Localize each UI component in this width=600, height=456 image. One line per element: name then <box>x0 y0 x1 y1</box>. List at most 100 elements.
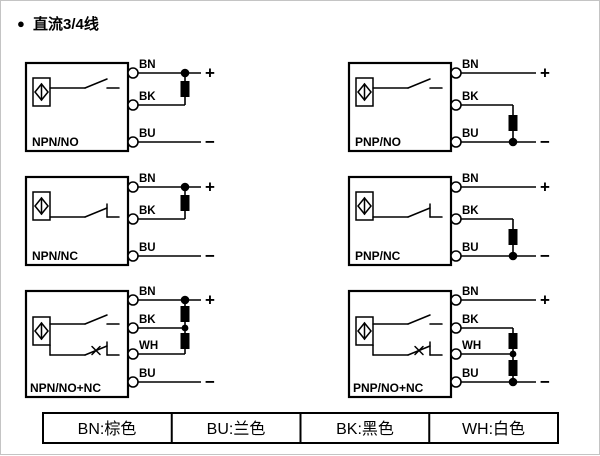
wire-label-bk: BK <box>462 91 479 103</box>
panel-pnp-no-nc: PNP/NO+NC BN BK WH BU + − <box>347 286 550 399</box>
legend-item-bn: BN:棕色 <box>78 420 137 438</box>
wire-label-bn: BN <box>462 59 479 71</box>
load-resistor <box>508 360 518 376</box>
wire-bn: BN <box>450 173 536 193</box>
minus-sign: − <box>540 247 550 266</box>
minus-sign: − <box>205 247 215 266</box>
bullet-icon: ● <box>17 16 25 31</box>
load-branch <box>180 182 190 219</box>
terminal-circle <box>450 250 462 262</box>
minus-sign: − <box>205 133 215 152</box>
panel-npn-nc: NPN/NC BN BK BU + − <box>24 173 215 267</box>
panel-label: NPN/NO <box>32 135 79 149</box>
load-branch <box>508 105 518 147</box>
proximity-sensor-icon <box>32 77 51 107</box>
terminal-circle <box>127 136 139 148</box>
load-resistor <box>508 333 518 349</box>
panel-label: PNP/NC <box>355 249 401 263</box>
wire-label-bu: BU <box>139 368 156 380</box>
terminal-circle <box>450 99 462 111</box>
wire-label-bn: BN <box>139 286 156 298</box>
proximity-sensor-icon <box>32 191 51 221</box>
junction-dot <box>180 295 190 305</box>
plus-sign: + <box>205 64 215 83</box>
load-branch <box>508 219 518 261</box>
terminal-circle <box>127 294 139 306</box>
wire-bu: BU <box>450 242 536 262</box>
switch-nc-icon <box>49 203 120 218</box>
switch-no-icon <box>49 314 120 325</box>
wire-label-bu: BU <box>139 128 156 140</box>
minus-sign: − <box>540 373 550 392</box>
wire-wh: WH <box>127 340 185 360</box>
panel-label: NPN/NC <box>32 249 78 263</box>
wire-bu: BU <box>450 128 536 148</box>
wire-bk: BK <box>450 314 513 334</box>
switch-nc-cross-icon <box>49 341 120 356</box>
terminal-circle <box>127 376 139 388</box>
panel-label: NPN/NO+NC <box>30 381 101 395</box>
wire-label-wh: WH <box>139 340 158 352</box>
wire-bu: BU <box>127 128 201 148</box>
wire-label-bu: BU <box>462 128 479 140</box>
terminal-circle <box>127 322 139 334</box>
legend-table: BN:棕色 BU:兰色 BK:黑色 WH:白色 <box>42 412 559 444</box>
wire-bu: BU <box>127 368 201 388</box>
plus-sign: + <box>540 64 550 83</box>
terminal-circle <box>450 136 462 148</box>
switch-nc-cross-icon <box>372 341 443 356</box>
wire-bk: BK <box>127 91 185 111</box>
junction-dot <box>180 182 190 192</box>
wire-bn: BN <box>127 173 201 193</box>
terminal-circle <box>127 181 139 193</box>
wire-label-bk: BK <box>462 314 479 326</box>
switch-no-icon <box>372 78 443 89</box>
switch-no-icon <box>372 314 443 325</box>
plus-sign: + <box>205 178 215 197</box>
terminal-circle <box>127 348 139 360</box>
junction-dot <box>508 137 518 147</box>
junction-dot <box>509 350 517 358</box>
legend-item-wh: WH:白色 <box>462 420 525 438</box>
terminal-circle <box>450 294 462 306</box>
junction-dot <box>180 68 190 78</box>
terminal-circle <box>450 181 462 193</box>
wire-label-bn: BN <box>139 59 156 71</box>
junction-dot <box>508 251 518 261</box>
load-resistor <box>508 229 518 245</box>
load-resistor <box>180 195 190 211</box>
panel-pnp-no: PNP/NO BN BK BU + − <box>347 59 550 153</box>
legend-item-bk: BK:黑色 <box>336 420 394 438</box>
junction-dot <box>181 324 189 332</box>
wire-label-wh: WH <box>462 340 481 352</box>
wire-bu: BU <box>127 242 201 262</box>
junction-dot <box>508 377 518 387</box>
load-resistor <box>180 81 190 97</box>
minus-sign: − <box>540 133 550 152</box>
proximity-sensor-icon <box>355 191 374 221</box>
wire-bk: BK <box>450 91 513 111</box>
terminal-circle <box>450 213 462 225</box>
wire-wh: WH <box>450 340 513 360</box>
proximity-sensor-icon <box>355 77 374 107</box>
load-resistor <box>180 333 190 349</box>
wire-bn: BN <box>127 286 201 306</box>
wire-label-bu: BU <box>139 242 156 254</box>
panel-npn-no: NPN/NO BN BK BU + − <box>24 59 215 153</box>
terminal-circle <box>127 250 139 262</box>
proximity-sensor-icon <box>32 316 51 346</box>
wire-bk: BK <box>127 314 185 334</box>
switch-nc-icon <box>372 203 443 218</box>
panel-npn-no-nc: NPN/NO+NC BN BK WH BU + − <box>24 286 215 399</box>
wire-label-bn: BN <box>462 173 479 185</box>
panel-label: PNP/NO <box>355 135 401 149</box>
wire-label-bk: BK <box>139 314 156 326</box>
terminal-circle <box>450 376 462 388</box>
wire-label-bk: BK <box>462 205 479 217</box>
plus-sign: + <box>205 291 215 310</box>
plus-sign: + <box>540 178 550 197</box>
terminal-circle <box>127 67 139 79</box>
load-branch <box>180 295 190 354</box>
